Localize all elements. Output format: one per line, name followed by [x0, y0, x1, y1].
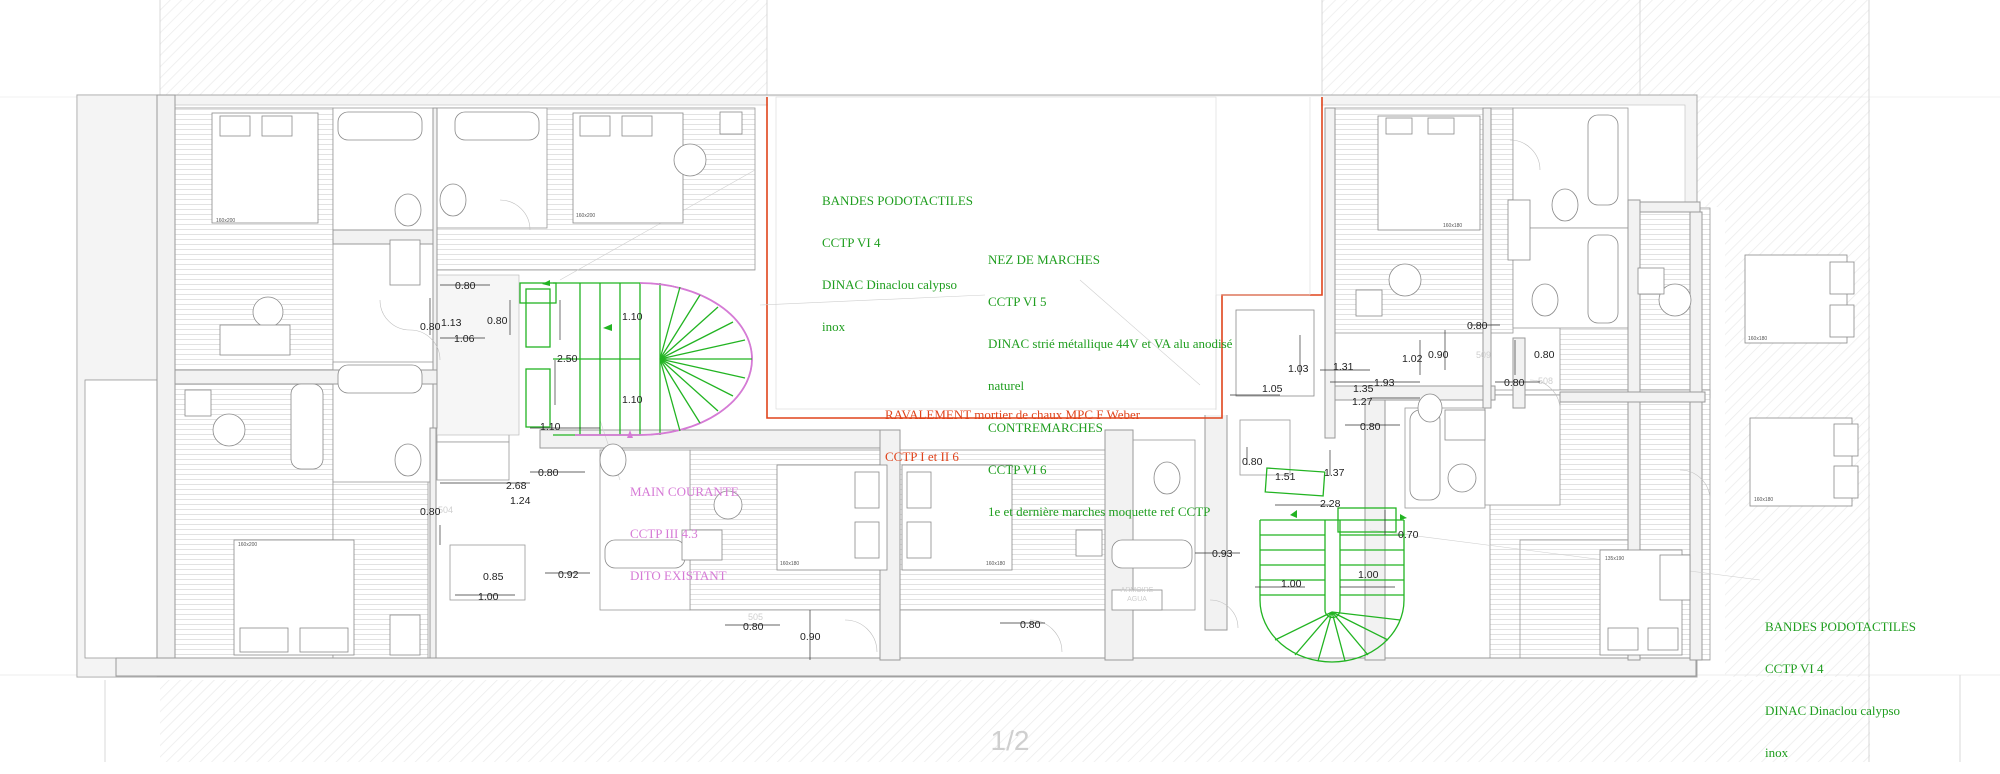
annotation-podotactiles-top: BANDES PODOTACTILES CCTP VI 4 DINAC Dina… — [822, 166, 973, 348]
annotation-main-courante: MAIN COURANTE CCTP III 4.3 DITO EXISTANT — [630, 457, 739, 597]
bed-label: 160x180 — [986, 561, 1005, 567]
annotation-line: CCTP VI 5 — [988, 294, 1047, 309]
bed-label: 135x190 — [1605, 556, 1624, 562]
annotation-line: CCTP VI 4 — [1765, 661, 1824, 676]
dimension-label: 0.80 — [1242, 456, 1263, 468]
dimension-label: 0.85 — [483, 571, 504, 583]
bed-label: 160x180 — [1748, 336, 1767, 342]
dimension-label: 1.35 — [1353, 383, 1374, 395]
bed-label: 160x200 — [238, 542, 257, 548]
bed-label: 160x180 — [780, 561, 799, 567]
dimension-label: 2.28 — [1320, 498, 1341, 510]
bed-label: 160x180 — [1754, 497, 1773, 503]
dimension-label: 1.06 — [454, 333, 475, 345]
dimension-label: 0.80 — [1504, 377, 1525, 389]
courtyard — [766, 96, 1323, 419]
dimension-label: 1.13 — [441, 317, 462, 329]
dimension-label: 1.27 — [1352, 396, 1373, 408]
bed-label: 160x180 — [1443, 223, 1462, 229]
annotation-line: CCTP VI 4 — [822, 235, 881, 250]
annotation-line: BANDES PODOTACTILES — [1765, 619, 1916, 634]
dimension-label: 1.31 — [1333, 361, 1354, 373]
annotation-line: BANDES PODOTACTILES — [822, 193, 973, 208]
dimension-label: 0.70 — [1398, 529, 1419, 541]
annotation-line: DINAC Dinaclou calypso — [822, 277, 958, 292]
dimension-label: 0.80 — [1467, 320, 1488, 332]
room-number: 509 — [1476, 350, 1491, 360]
annotation-line: DINAC strié métallique 44V et VA alu ano… — [988, 336, 1233, 351]
dimension-label: 1.24 — [510, 495, 531, 507]
door-swings — [379, 139, 1711, 653]
dimension-label: 0.80 — [538, 467, 559, 479]
dimension-label: 0.80 — [487, 315, 508, 327]
annotation-podotactiles-right: BANDES PODOTACTILES CCTP VI 4 DINAC Dina… — [1765, 592, 1916, 774]
dimension-label: 0.80 — [420, 321, 441, 333]
page-number: 1/2 — [991, 725, 1030, 756]
dimension-label: 1.10 — [622, 394, 643, 406]
dimension-label: 0.90 — [800, 631, 821, 643]
annotation-line: CONTREMARCHES — [988, 420, 1103, 435]
dimension-label: 0.80 — [1020, 619, 1041, 631]
armoire-sublabel: AGUA — [1127, 596, 1147, 603]
dimension-label: 0.92 — [558, 569, 579, 581]
annotation-line: 1e et dernière marches moquette ref CCTP — [988, 504, 1211, 519]
annotation-line: DINAC Dinaclou calypso — [1765, 703, 1901, 718]
dimension-label: 0.90 — [1428, 349, 1449, 361]
annotation-ravalement: RAVALEMENT mortier de chaux MPC F Weber … — [885, 380, 1140, 478]
dimension-label: 1.02 — [1402, 353, 1423, 365]
dimension-label: 1.93 — [1374, 377, 1395, 389]
annotation-line: CCTP III 4.3 — [630, 526, 698, 541]
dimension-label: 2.68 — [506, 480, 527, 492]
dimension-label: 0.80 — [1534, 349, 1555, 361]
annotation-line: inox — [822, 319, 846, 334]
dimension-label: 1.00 — [1358, 569, 1379, 581]
dimension-label: 2.50 — [557, 353, 578, 365]
fixtures: ARMOIRE AGUA 504 509 508 505 — [184, 111, 1692, 656]
dimension-label: 0.80 — [420, 506, 441, 518]
dimension-label: 1.37 — [1324, 467, 1345, 479]
dimension-lines — [429, 284, 1540, 660]
dimension-label: 1.00 — [1281, 578, 1302, 590]
dimension-label: 0.80 — [1360, 421, 1381, 433]
room-number: 508 — [1538, 376, 1553, 386]
dimension-texts: 0.80 1.13 0.80 0.80 1.06 1.10 2.50 1.10 … — [420, 280, 1555, 643]
dimension-label: 1.51 — [1275, 471, 1296, 483]
dimension-label: 0.93 — [1212, 548, 1233, 560]
left-staircase — [519, 280, 753, 438]
bed-label: 160x200 — [216, 218, 235, 224]
room-number: 505 — [748, 612, 763, 622]
armoire-label: ARMOIRE — [1121, 587, 1154, 594]
beds: 160x200 160x200 160x200 160x180 160x180 … — [211, 112, 1859, 656]
room-number: 504 — [438, 505, 453, 515]
bed-label: 160x200 — [576, 213, 595, 219]
annotation-line: DITO EXISTANT — [630, 568, 727, 583]
annotation-line: MAIN COURANTE — [630, 484, 739, 499]
dimension-label: 1.10 — [622, 311, 643, 323]
annotation-nez-de-marches: NEZ DE MARCHES CCTP VI 5 DINAC strié mét… — [988, 225, 1232, 533]
annotation-line: NEZ DE MARCHES — [988, 252, 1100, 267]
annotation-line: CCTP I et II 6 — [885, 449, 959, 464]
dimension-label: 0.80 — [743, 621, 764, 633]
dimension-label: 0.80 — [455, 280, 476, 292]
dimension-label: 1.00 — [478, 591, 499, 603]
walls — [115, 94, 1706, 677]
right-staircase — [1235, 309, 1407, 663]
annotation-line: naturel — [988, 378, 1025, 393]
dimension-label: 1.03 — [1288, 363, 1309, 375]
annotation-line: RAVALEMENT mortier de chaux MPC F Weber — [885, 407, 1141, 422]
annotation-line: CCTP VI 6 — [988, 462, 1047, 477]
dimension-label: 1.05 — [1262, 383, 1283, 395]
dimension-label: 1.10 — [540, 421, 561, 433]
annotation-line: inox — [1765, 745, 1789, 760]
